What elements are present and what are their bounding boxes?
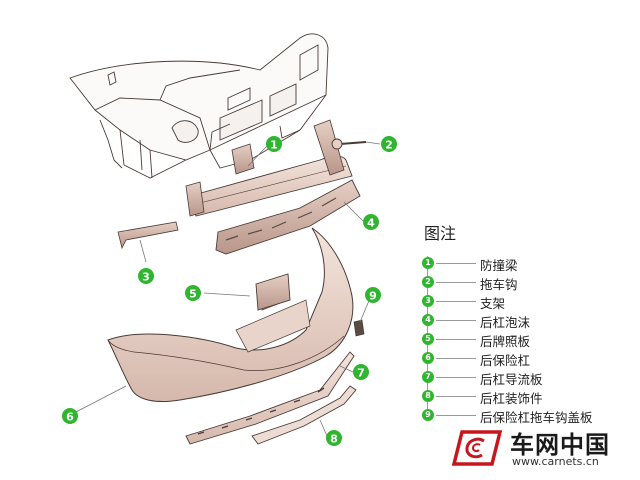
legend-leader <box>436 263 476 264</box>
legend-leader <box>436 377 476 378</box>
callout-2: 2 <box>381 136 397 152</box>
legend-badge: 3 <box>422 295 434 307</box>
legend-badge: 6 <box>422 352 434 364</box>
legend-badge: 9 <box>422 409 434 421</box>
legend-badge: 8 <box>422 390 434 402</box>
callout-3-label: 3 <box>142 271 150 284</box>
tow-hook <box>331 138 367 150</box>
legend-label: 拖车钩 <box>480 277 518 292</box>
rear-bumper-cover <box>107 227 354 403</box>
callout-3: 3 <box>138 268 154 284</box>
legend-label: 支架 <box>480 296 506 311</box>
bumper-beam <box>185 119 353 217</box>
callout-8: 8 <box>326 430 342 446</box>
legend-item: 6 后保险杠 <box>418 349 628 368</box>
legend-badge: 7 <box>422 371 434 383</box>
callout-2-label: 2 <box>385 139 393 152</box>
legend-label: 后杠导流板 <box>480 372 543 387</box>
tow-hook-cover <box>353 319 365 337</box>
legend-item: 2 拖车钩 <box>418 273 628 292</box>
legend-label: 后牌照板 <box>480 334 531 349</box>
bumper-trim <box>251 385 357 445</box>
callout-5: 5 <box>185 285 201 301</box>
body-frame <box>69 33 329 179</box>
legend-label: 后杠装饰件 <box>480 391 543 406</box>
legend-item: 5 后牌照板 <box>418 330 628 349</box>
legend-item: 4 后杠泡沫 <box>418 311 628 330</box>
callout-1-label: 1 <box>270 139 278 152</box>
logo-name: 车网中国 <box>510 431 610 459</box>
beam-bracket <box>231 143 255 175</box>
legend-leader <box>436 320 476 321</box>
legend-item: 7 后杠导流板 <box>418 368 628 387</box>
callout-7: 7 <box>353 364 369 380</box>
callout-leaders <box>75 141 381 437</box>
callout-6: 6 <box>62 408 78 424</box>
rear-diffuser <box>185 351 355 445</box>
callout-4: 4 <box>363 214 379 230</box>
legend-title: 图注 <box>424 224 457 243</box>
legend-label: 防撞梁 <box>480 258 518 273</box>
logo-url: www.carnets.cn <box>512 455 599 468</box>
legend-leader <box>436 301 476 302</box>
legend-badge: 2 <box>422 276 434 288</box>
license-plate-panel <box>255 273 291 311</box>
legend-badge: 4 <box>422 314 434 326</box>
legend-item: 3 支架 <box>418 292 628 311</box>
callout-5-label: 5 <box>189 288 197 301</box>
legend-label: 后杠泡沫 <box>480 315 531 330</box>
legend-label: 后保险杠拖车钩盖板 <box>480 410 593 425</box>
legend-badge: 5 <box>422 333 434 345</box>
callout-4-label: 4 <box>367 217 375 230</box>
callout-7-label: 7 <box>357 367 365 380</box>
legend-leader <box>436 282 476 283</box>
bumper-foam <box>215 179 361 255</box>
legend-leader <box>436 415 476 416</box>
legend-badge: 1 <box>422 257 434 269</box>
callout-6-label: 6 <box>66 411 74 424</box>
side-bracket <box>117 221 179 250</box>
legend-item: 9 后保险杠拖车钩盖板 <box>418 406 628 425</box>
callout-9-label: 9 <box>369 290 377 303</box>
carnets-logo-icon <box>451 430 503 466</box>
legend-item: 1 防撞梁 <box>418 254 628 273</box>
legend-leader <box>436 358 476 359</box>
legend-leader <box>436 396 476 397</box>
callout-8-label: 8 <box>330 433 338 446</box>
callout-1: 1 <box>266 136 282 152</box>
legend-label: 后保险杠 <box>480 353 531 368</box>
legend-leader <box>436 339 476 340</box>
callout-9: 9 <box>365 287 381 303</box>
legend-item: 8 后杠装饰件 <box>418 387 628 406</box>
